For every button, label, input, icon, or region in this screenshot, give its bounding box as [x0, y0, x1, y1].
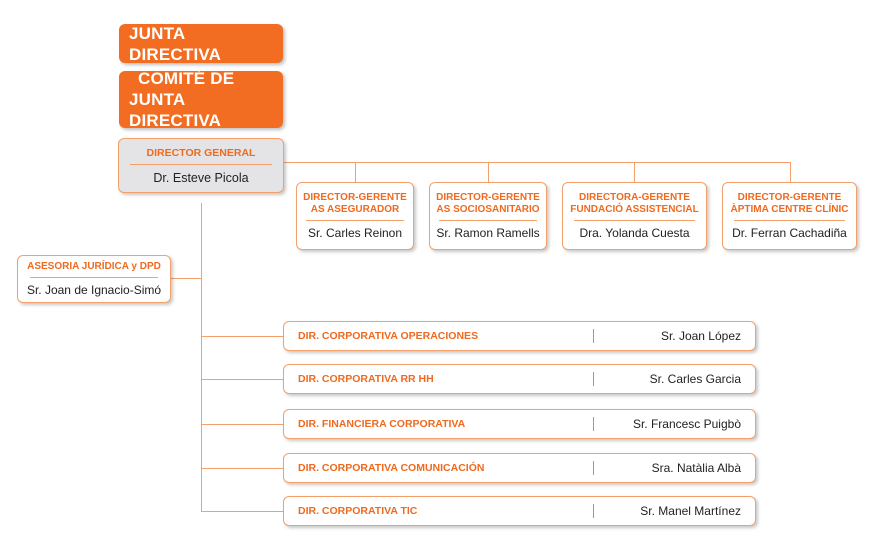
connector-corporate-5: [201, 511, 283, 512]
corporate-role: DIR. CORPORATIVA OPERACIONES: [298, 330, 479, 342]
manager-name: Sr. Carles Reinon: [307, 226, 403, 240]
director-general-role: DIRECTOR GENERAL: [146, 146, 256, 159]
connector-dg-horizontal: [284, 162, 791, 163]
divider: [733, 220, 846, 221]
corporate-row-2: DIR. CORPORATIVA RR HH Sr. Carles Garcia: [283, 364, 756, 394]
corporate-row-5: DIR. CORPORATIVA TIC Sr. Manel Martínez: [283, 496, 756, 526]
manager-name: Dra. Yolanda Cuesta: [579, 226, 690, 240]
committee-title-line2: JUNTA DIRECTIVA: [129, 90, 222, 130]
divider: [439, 220, 537, 221]
manager-role-line2: ÀPTIMA CENTRE CLÍNIC: [730, 204, 849, 215]
connector-corporate-1: [201, 336, 283, 337]
manager-name: Sr. Ramon Ramells: [436, 226, 540, 240]
connector-main-vertical: [201, 203, 202, 512]
director-general-name: Dr. Esteve Picola: [153, 170, 249, 185]
manager-role-line1: DIRECTOR-GERENTE: [303, 192, 407, 203]
connector-manager-1: [355, 162, 356, 182]
manager-box-4: DIRECTOR-GERENTE ÀPTIMA CENTRE CLÍNIC Dr…: [722, 182, 857, 250]
connector-corporate-2: [201, 379, 283, 380]
divider: [593, 461, 594, 475]
divider: [593, 504, 594, 518]
connector-corporate-3: [201, 424, 283, 425]
corporate-role: DIR. CORPORATIVA TIC: [298, 505, 418, 517]
divider: [30, 277, 158, 278]
board-title: JUNTA DIRECTIVA: [129, 23, 222, 64]
manager-role-line1: DIRECTOR-GERENTE: [436, 192, 540, 203]
board-box: JUNTA DIRECTIVA: [119, 23, 283, 64]
manager-role-line2: FUNDACIÓ ASSISTENCIAL: [570, 204, 699, 215]
legal-role: ASESORIA JURÍDICA y DPD: [27, 261, 161, 272]
manager-role-line1: DIRECTORA-GERENTE: [579, 192, 690, 203]
corporate-name: Sr. Francesc Puigbò: [632, 417, 741, 431]
manager-box-2: DIRECTOR-GERENTE AS SOCIOSANITARIO Sr. R…: [429, 182, 547, 250]
manager-box-1: DIRECTOR-GERENTE AS ASEGURADOR Sr. Carle…: [296, 182, 414, 250]
divider: [306, 220, 404, 221]
corporate-role: DIR. CORPORATIVA RR HH: [298, 373, 434, 385]
connector-manager-3: [634, 162, 635, 182]
divider: [593, 329, 594, 343]
divider: [593, 372, 594, 386]
connector-manager-4: [790, 162, 791, 182]
manager-role-line2: AS ASEGURADOR: [310, 204, 400, 215]
legal-name: Sr. Joan de Ignacio-Simó: [26, 283, 162, 297]
committee-box: COMITÉ DE JUNTA DIRECTIVA: [119, 69, 283, 130]
committee-title-line1: COMITÉ DE: [138, 69, 235, 88]
manager-name: Dr. Ferran Cachadiña: [732, 226, 847, 240]
corporate-name: Sra. Natàlia Albà: [651, 461, 741, 475]
corporate-row-3: DIR. FINANCIERA CORPORATIVA Sr. Francesc…: [283, 409, 756, 439]
corporate-row-4: DIR. CORPORATIVA COMUNICACIÓN Sra. Natàl…: [283, 453, 756, 483]
legal-box: ASESORIA JURÍDICA y DPD Sr. Joan de Igna…: [17, 255, 171, 303]
connector-manager-2: [488, 162, 489, 182]
divider: [574, 220, 695, 221]
corporate-name: Sr. Carles Garcia: [649, 372, 741, 386]
divider: [593, 417, 594, 431]
director-general-box: DIRECTOR GENERAL Dr. Esteve Picola: [118, 138, 284, 193]
manager-role-line1: DIRECTOR-GERENTE: [737, 192, 842, 203]
corporate-role: DIR. CORPORATIVA COMUNICACIÓN: [298, 462, 485, 474]
connector-legal: [171, 278, 202, 279]
corporate-name: Sr. Manel Martínez: [640, 504, 741, 518]
corporate-role: DIR. FINANCIERA CORPORATIVA: [298, 418, 466, 430]
manager-box-3: DIRECTORA-GERENTE FUNDACIÓ ASSISTENCIAL …: [562, 182, 707, 250]
corporate-row-1: DIR. CORPORATIVA OPERACIONES Sr. Joan Ló…: [283, 321, 756, 351]
corporate-name: Sr. Joan López: [660, 329, 741, 343]
connector-corporate-4: [201, 468, 283, 469]
manager-role-line2: AS SOCIOSANITARIO: [436, 204, 540, 215]
divider: [130, 163, 272, 165]
